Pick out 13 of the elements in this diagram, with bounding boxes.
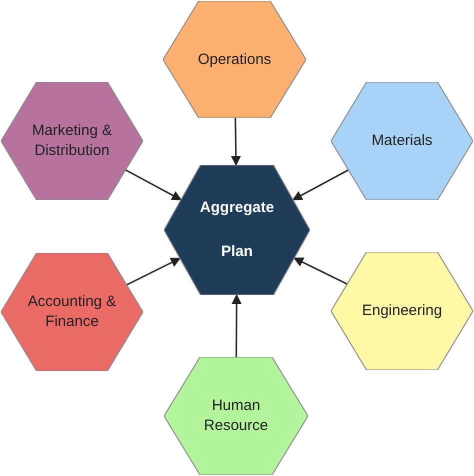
arrow (125, 169, 182, 200)
arrow (232, 294, 242, 357)
arrow (230, 118, 241, 166)
node-label: Accounting & Finance (26, 292, 118, 332)
node-label: Engineering (360, 301, 444, 321)
node-label: Aggregate Plan (198, 198, 276, 262)
arrow (126, 258, 181, 286)
node-label: Human Resource (202, 396, 270, 436)
node-label: Operations (196, 50, 272, 70)
node-label: Materials (370, 131, 434, 151)
arrow (293, 257, 348, 285)
arrow (292, 169, 349, 200)
node-label: Marketing & Distribution (30, 121, 114, 161)
